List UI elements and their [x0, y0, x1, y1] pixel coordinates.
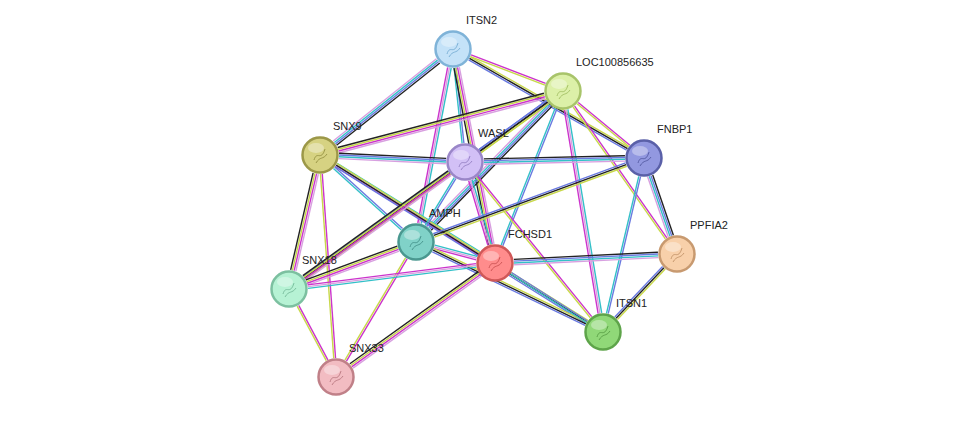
- evidence-line: [615, 267, 663, 317]
- interaction-edge: [303, 171, 451, 280]
- node-label: PPFIA2: [690, 219, 728, 232]
- node-circle: [658, 235, 696, 273]
- evidence-line: [608, 177, 640, 314]
- protein-node: SNX18: [270, 270, 308, 308]
- node-circle: [301, 136, 339, 174]
- evidence-line: [421, 68, 451, 224]
- evidence-line: [346, 259, 407, 361]
- node-label: FNBP1: [657, 123, 692, 136]
- node-circle: [584, 313, 622, 351]
- evidence-line: [350, 272, 478, 364]
- evidence-line: [420, 68, 450, 224]
- evidence-line: [511, 274, 587, 323]
- node-label: FCHSD1: [508, 228, 552, 241]
- protein-node: PPFIA2: [658, 235, 696, 273]
- node-label: LOC100856635: [576, 56, 654, 69]
- node-circle: [625, 139, 663, 177]
- protein-node: WASL: [446, 143, 484, 181]
- interaction-edge: [350, 272, 481, 368]
- interaction-edge: [427, 103, 551, 231]
- evidence-line: [606, 176, 638, 313]
- interaction-edge: [511, 272, 588, 322]
- node-label: SNX18: [302, 254, 337, 267]
- interaction-edge: [615, 267, 665, 320]
- evidence-line: [469, 181, 488, 246]
- interaction-edge: [484, 156, 625, 165]
- evidence-line: [651, 176, 672, 236]
- node-label: ITSN1: [616, 297, 647, 310]
- node-circle: [446, 143, 484, 181]
- node-label: ITSN2: [466, 14, 497, 27]
- evidence-line: [305, 104, 548, 280]
- evidence-line: [503, 109, 557, 246]
- interaction-edge: [297, 305, 328, 360]
- evidence-line: [566, 110, 600, 314]
- interaction-edge: [333, 59, 440, 146]
- evidence-line: [470, 57, 628, 147]
- evidence-line: [308, 267, 476, 288]
- node-label: AMPH: [429, 207, 461, 220]
- node-circle: [434, 30, 472, 68]
- evidence-line: [338, 93, 544, 147]
- evidence-line: [297, 306, 326, 360]
- interaction-edge: [308, 264, 477, 289]
- interaction-edge: [335, 164, 588, 324]
- interaction-edge: [339, 153, 446, 164]
- evidence-line: [575, 106, 667, 238]
- evidence-line: [564, 110, 598, 314]
- interaction-edge: [514, 252, 658, 265]
- interaction-edge: [303, 101, 548, 280]
- evidence-line: [337, 63, 440, 145]
- evidence-line: [299, 305, 328, 359]
- interaction-edge: [418, 67, 451, 223]
- interaction-edge: [606, 176, 640, 313]
- protein-node: ITSN1: [584, 313, 622, 351]
- evidence-line: [616, 268, 664, 318]
- evidence-line: [336, 165, 587, 322]
- evidence-line: [308, 265, 476, 286]
- evidence-line: [337, 164, 588, 321]
- evidence-line: [484, 161, 625, 164]
- evidence-line: [573, 107, 665, 239]
- protein-node: AMPH: [397, 223, 435, 261]
- node-label: WASL: [478, 127, 509, 140]
- evidence-line: [514, 258, 658, 265]
- evidence-line: [578, 102, 630, 145]
- evidence-line: [339, 159, 446, 164]
- evidence-line: [649, 176, 670, 236]
- evidence-line: [478, 176, 592, 316]
- node-circle: [270, 270, 308, 308]
- evidence-line: [353, 276, 481, 368]
- evidence-line: [511, 272, 587, 321]
- evidence-line: [304, 102, 547, 278]
- evidence-line: [617, 269, 665, 319]
- node-label: SNX9: [333, 120, 362, 133]
- interaction-edge: [338, 93, 546, 153]
- interaction-edge: [648, 175, 674, 237]
- node-circle: [476, 244, 514, 282]
- protein-node: ITSN2: [434, 30, 472, 68]
- evidence-line: [303, 101, 546, 277]
- evidence-line: [577, 104, 629, 147]
- evidence-line: [653, 175, 674, 235]
- evidence-line: [335, 167, 586, 324]
- evidence-line: [501, 108, 555, 245]
- node-label: SNX33: [349, 342, 384, 355]
- evidence-line: [338, 95, 544, 149]
- protein-node: FCHSD1: [476, 244, 514, 282]
- protein-node: SNX9: [301, 136, 339, 174]
- node-circle: [397, 223, 435, 261]
- protein-node: LOC100856635: [544, 72, 582, 110]
- interaction-edge: [573, 106, 667, 239]
- protein-node: SNX33: [317, 358, 355, 396]
- evidence-line: [308, 264, 476, 285]
- evidence-line: [648, 177, 669, 237]
- node-circle: [544, 72, 582, 110]
- node-circle: [317, 358, 355, 396]
- protein-node: FNBP1: [625, 139, 663, 177]
